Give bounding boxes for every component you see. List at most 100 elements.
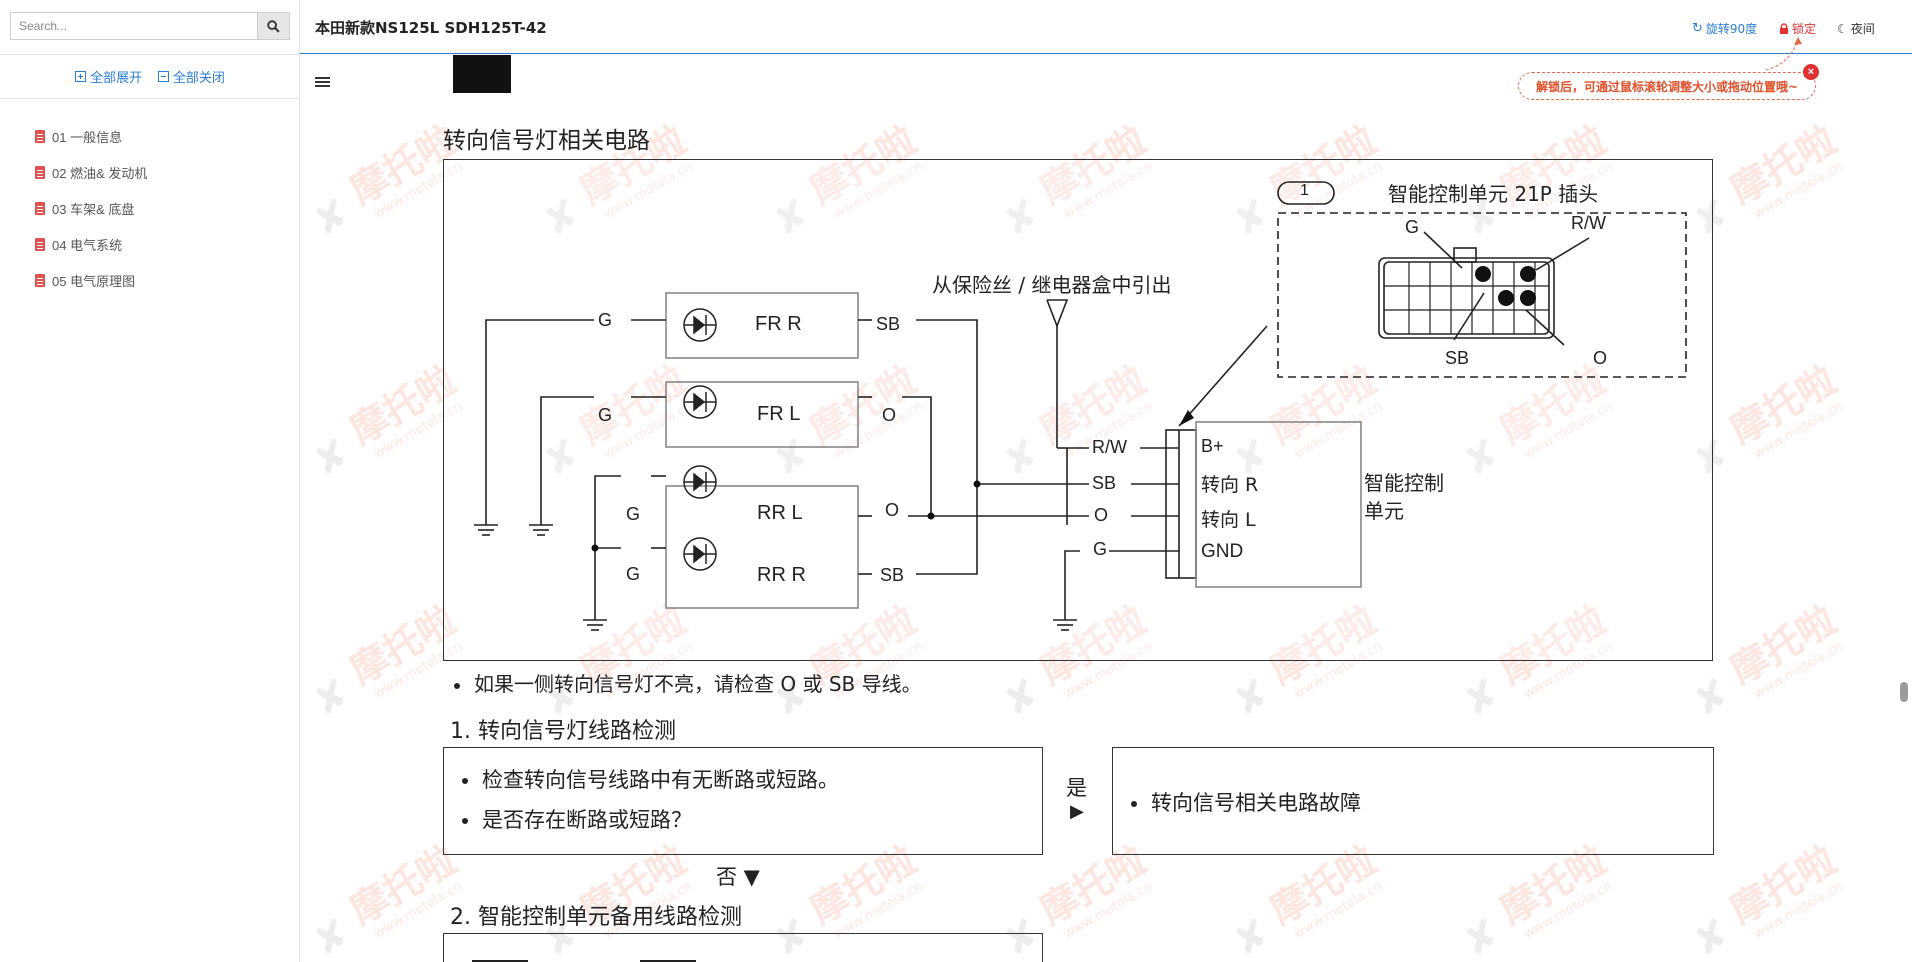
wire-label-o: O	[882, 405, 897, 425]
check-line-text: 检查转向信号线路中有无断路或短路。	[482, 768, 839, 792]
unit-name: 智能控制	[1364, 471, 1444, 495]
step-title: 1. 转向信号灯线路检测	[450, 719, 676, 744]
bullet	[1131, 801, 1137, 807]
night-label: 夜间	[1850, 22, 1875, 36]
wiring-diagram-svg	[474, 181, 1687, 631]
tree-item[interactable]: 01 一般信息	[35, 118, 147, 154]
logo-fragment	[453, 55, 511, 93]
lamp-label-fr-l: FR L	[757, 403, 801, 425]
close-icon[interactable]: ×	[1803, 64, 1819, 80]
minus-square-icon	[157, 71, 169, 82]
note-text: 如果一侧转向信号灯不亮，请检查 O 或 SB 导线。	[474, 672, 922, 696]
moon-icon: ☾	[1837, 21, 1848, 36]
lock-icon	[1780, 23, 1788, 34]
wire-label-g: G	[626, 564, 641, 584]
wire-label-sb: SB	[876, 314, 901, 334]
check-line: 是否存在断路或短路？	[458, 804, 1028, 834]
pin-label-g: G	[1405, 217, 1420, 237]
lamp-label-fr-r: FR R	[755, 313, 802, 335]
file-icon	[35, 201, 45, 215]
tree-item-label: 02 燃油& 发动机	[52, 165, 148, 181]
check-line-text: 是否存在断路或短路？	[482, 808, 692, 832]
plus-square-icon	[75, 71, 87, 82]
divider	[0, 54, 300, 55]
divider	[0, 98, 300, 99]
wire-label-sb: SB	[880, 565, 905, 585]
page-title: 本田新款NS125L SDH125T-42	[315, 19, 547, 37]
document-viewer[interactable]: 摩托啦 www.motola.cn ✘ 转向信号灯相关电路	[300, 55, 1898, 962]
pin-label-o: O	[1593, 348, 1608, 368]
search-bar	[10, 12, 290, 40]
wire-label-g: G	[626, 504, 641, 524]
wire-label-rw: R/W	[1092, 437, 1127, 457]
fuse-label: 从保险丝 / 继电器盒中引出	[932, 273, 1172, 297]
lock-label: 锁定	[1792, 22, 1817, 36]
tree-item[interactable]: 03 车架& 底盘	[35, 190, 147, 226]
yes-label: 是	[1066, 776, 1087, 800]
tree-item-label: 01 一般信息	[52, 129, 123, 145]
bullet	[454, 682, 460, 689]
check-box	[443, 933, 1043, 962]
expand-all-label: 全部展开	[90, 70, 143, 85]
rotate-button[interactable]: ↻旋转90度	[1692, 20, 1757, 37]
file-icon	[35, 129, 45, 143]
unit-pin-label: GND	[1201, 541, 1244, 562]
expand-all-link[interactable]: 全部展开	[75, 67, 142, 86]
unit-pin-label: 转向 R	[1201, 474, 1259, 496]
lock-button[interactable]: 锁定	[1779, 20, 1816, 37]
top-bar: 本田新款NS125L SDH125T-42 ↻旋转90度 锁定 ☾夜间	[300, 0, 1912, 54]
tree-item-label: 05 电气原理图	[52, 273, 136, 289]
unit-pin-label: 转向 L	[1201, 509, 1256, 531]
result-text: 转向信号相关电路故障	[1151, 791, 1361, 815]
unit-pin-label: B+	[1201, 436, 1224, 456]
check-line: 检查转向信号线路中有无断路或短路。	[458, 764, 1028, 794]
expand-collapse-row: 全部展开 全部关闭	[0, 67, 300, 86]
bullet	[462, 778, 468, 784]
file-icon	[35, 273, 45, 287]
collapse-all-label: 全部关闭	[172, 70, 225, 85]
pin-label-rw: R/W	[1571, 213, 1606, 233]
lamp-label-rr-l: RR L	[757, 502, 803, 524]
unit-name: 单元	[1364, 499, 1404, 523]
refresh-icon: ↻	[1692, 21, 1703, 36]
step-title: 2. 智能控制单元备用线路检测	[450, 905, 742, 930]
note: 如果一侧转向信号灯不亮，请检查 O 或 SB 导线。	[450, 668, 922, 697]
connector-title: 智能控制单元 21P 插头	[1388, 182, 1599, 206]
wire-label-g: G	[1093, 539, 1108, 559]
pin-label-sb: SB	[1445, 348, 1470, 368]
file-icon	[35, 165, 45, 179]
wire-label-o: O	[885, 500, 900, 520]
scrollbar-thumb[interactable]	[1900, 682, 1908, 702]
wire-label-g: G	[598, 405, 613, 425]
search-icon	[267, 19, 280, 33]
image-fragment	[472, 960, 528, 962]
result-box: 转向信号相关电路故障	[1112, 747, 1714, 855]
search-button[interactable]	[257, 12, 290, 40]
night-mode-button[interactable]: ☾夜间	[1837, 20, 1875, 37]
menu-icon[interactable]	[315, 77, 330, 87]
file-icon	[35, 237, 45, 251]
rotate-label: 旋转90度	[1705, 22, 1758, 36]
tree-item[interactable]: 02 燃油& 发动机	[35, 154, 147, 190]
no-label: 否 ▼	[716, 865, 760, 889]
chapter-tree: 01 一般信息 02 燃油& 发动机 03 车架& 底盘 04 电气系统 05 …	[35, 118, 147, 298]
search-input[interactable]	[10, 12, 257, 40]
tree-item-label: 04 电气系统	[52, 237, 123, 253]
tree-item[interactable]: 04 电气系统	[35, 226, 147, 262]
wire-label-o: O	[1094, 505, 1109, 525]
sidebar: 全部展开 全部关闭 01 一般信息 02 燃油& 发动机 03 车架& 底盘 0…	[0, 0, 300, 962]
lamp-label-rr-r: RR R	[757, 564, 806, 586]
connector-number: 1	[1300, 182, 1309, 199]
section-title: 转向信号灯相关电路	[443, 128, 650, 154]
wire-label-sb: SB	[1092, 473, 1117, 493]
tip-bubble: 解锁后，可通过鼠标滚轮调整大小或拖动位置哦~	[1518, 72, 1816, 100]
bullet	[462, 818, 468, 824]
tree-item[interactable]: 05 电气原理图	[35, 262, 147, 298]
tip-pointer	[1765, 37, 1802, 71]
tree-item-label: 03 车架& 底盘	[52, 201, 135, 217]
right-arrow-icon: ▶	[1070, 801, 1084, 821]
wire-label-g: G	[598, 310, 613, 330]
check-box: 检查转向信号线路中有无断路或短路。 是否存在断路或短路？	[443, 747, 1043, 855]
collapse-all-link[interactable]: 全部关闭	[157, 67, 225, 86]
wiring-diagram: 1 智能控制单元 21P 插头 从保险丝 / 继电器盒中引出 FR R FR L…	[443, 159, 1713, 661]
